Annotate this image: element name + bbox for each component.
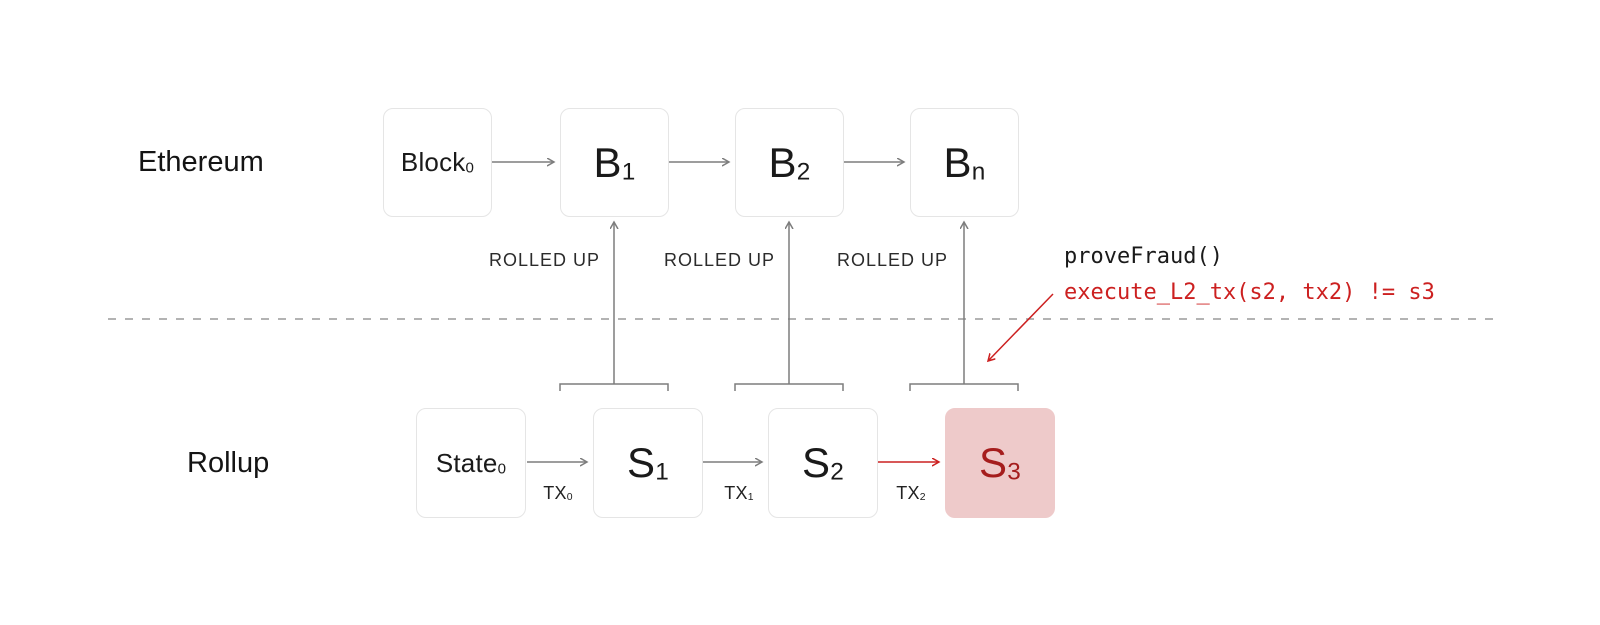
rollup-bracket-1 — [559, 383, 669, 391]
rollup-bracket-3 — [909, 383, 1019, 391]
prove-fraud-call-text: proveFraud() — [1064, 244, 1223, 269]
ethereum-layer-label: Ethereum — [138, 146, 264, 178]
rolledup-label-1: ROLLED UP — [488, 250, 600, 270]
fraud-annotation-arrow — [988, 293, 1054, 361]
fraud-condition-text: execute_L2_tx(s2, tx2) != s3 — [1064, 280, 1435, 305]
rollup-bracket-2 — [734, 383, 844, 391]
rolledup-label-3: ROLLED UP — [836, 250, 948, 270]
rolledup-label-2: ROLLED UP — [663, 250, 775, 270]
rollup-layer-label: Rollup — [187, 447, 270, 479]
